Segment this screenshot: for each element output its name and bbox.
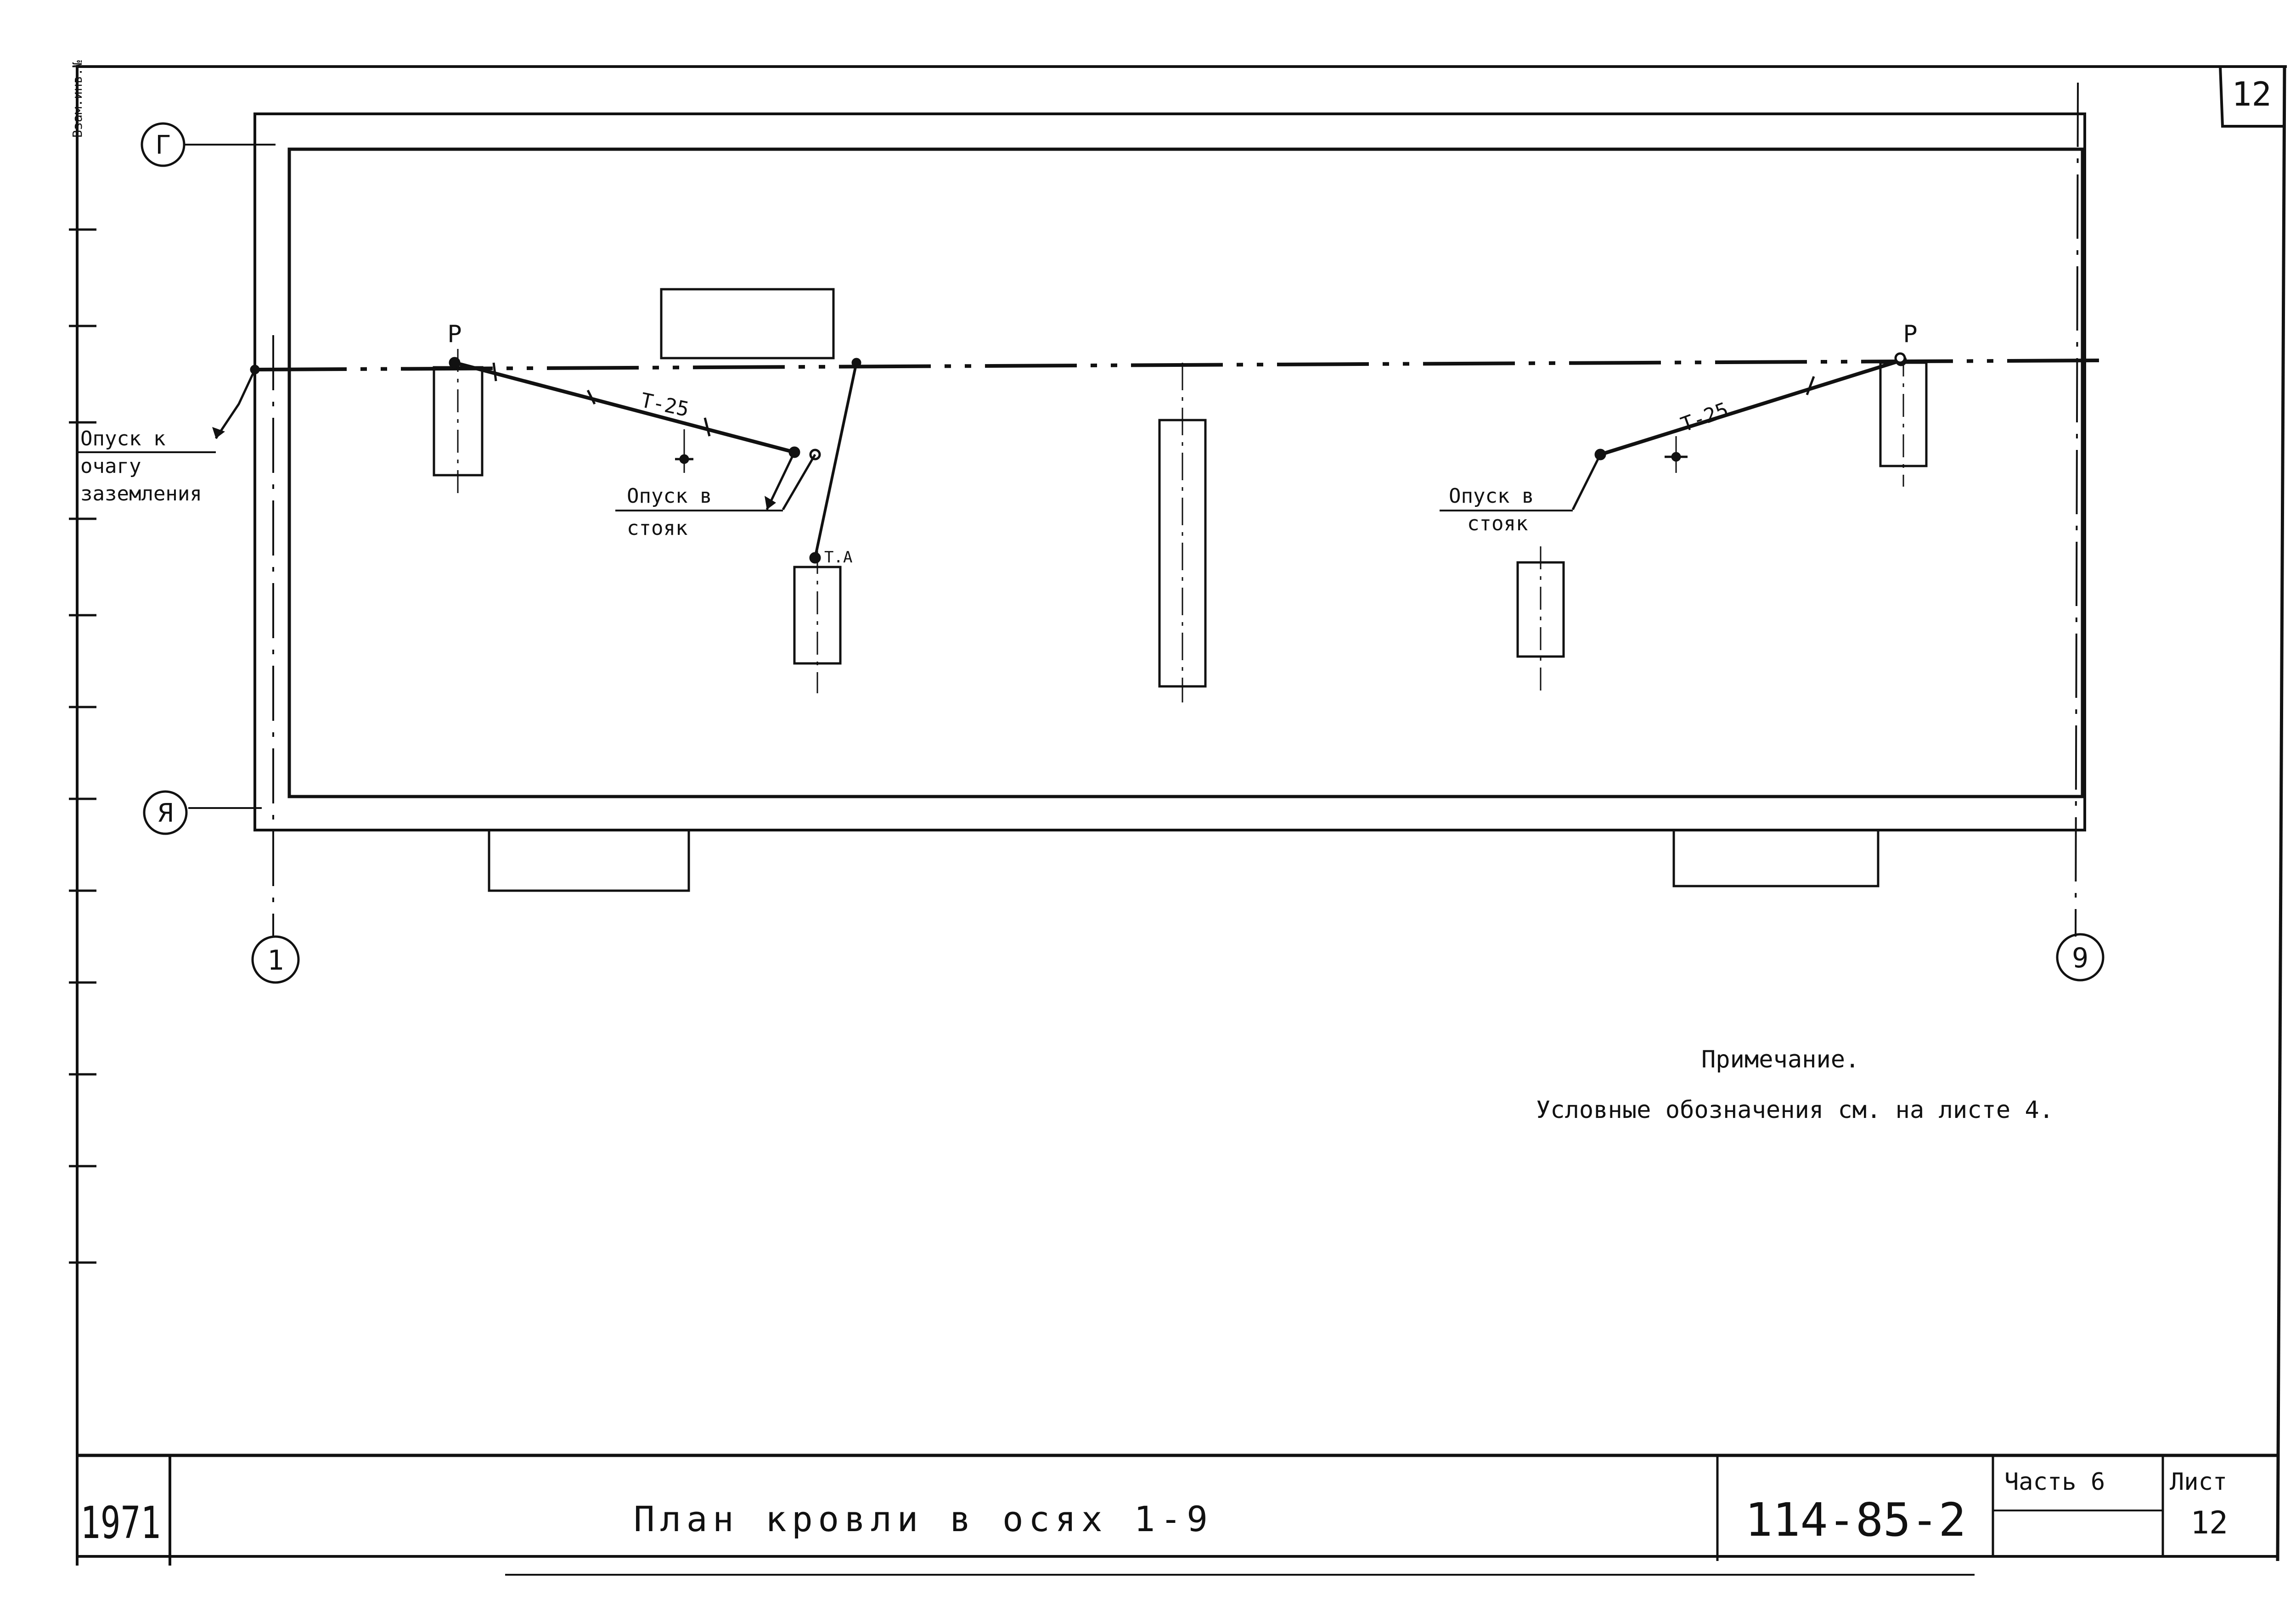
label-ta: Т.А — [824, 548, 852, 567]
riser-left-line-2: стояк — [627, 516, 687, 540]
lightning-conductor — [212, 352, 2101, 564]
ground-drop-note: Опуск к очагу заземления — [78, 427, 216, 505]
axis-label-g: Г — [155, 130, 171, 160]
sheet-value: 12 — [2190, 1505, 2228, 1541]
riser-right-line-2: стояк — [1467, 512, 1528, 535]
note-title: Примечание. — [1701, 1046, 1859, 1073]
sheet-label: Лист — [2170, 1468, 2227, 1496]
axis-lines — [184, 82, 2079, 937]
sheet-frame — [76, 65, 2287, 1576]
part-label: Часть 6 — [2004, 1468, 2105, 1496]
note-text: Условные обозначения см. на листе 4. — [1536, 1096, 2054, 1124]
riser-left-line-1: Опуск в — [627, 484, 712, 508]
drawing-title: План кровли в осях 1-9 — [634, 1499, 1208, 1539]
axis-bubble-1: 1 — [251, 935, 300, 984]
ground-line-3: заземления — [80, 482, 202, 505]
axis-label-9: 9 — [2072, 942, 2088, 974]
ground-line-1: Опуск к — [80, 427, 165, 450]
margin-label: Взам.инв.№ — [70, 60, 85, 138]
label-t25-right: Т-25 — [1678, 398, 1732, 437]
sheet-number: 12 — [2232, 75, 2272, 113]
roof-structures — [433, 349, 1928, 702]
label-p-right: Р — [1903, 320, 1917, 348]
title-block — [78, 1454, 2278, 1566]
sheet-number-box: 12 — [2219, 66, 2285, 128]
ground-line-2: очагу — [80, 455, 141, 478]
axis-label-1: 1 — [267, 944, 284, 977]
axis-bubble-9: 9 — [2056, 933, 2105, 982]
building-outline — [253, 112, 2086, 892]
axis-label-ya: Я — [158, 798, 173, 828]
label-t25-left: Т-25 — [639, 388, 691, 421]
axis-bubble-ya: Я — [143, 790, 188, 835]
title-year: 1971 — [80, 1497, 161, 1549]
axis-bubble-g: Г — [141, 122, 186, 167]
riser-note-left: Опуск в стояк — [615, 484, 783, 540]
label-p-left: Р — [447, 320, 461, 348]
riser-note-right: Опуск в стояк — [1440, 484, 1573, 535]
margin-ticks — [69, 228, 96, 1264]
project-code: 114-85-2 — [1745, 1493, 1966, 1547]
riser-right-line-1: Опуск в — [1449, 484, 1534, 508]
